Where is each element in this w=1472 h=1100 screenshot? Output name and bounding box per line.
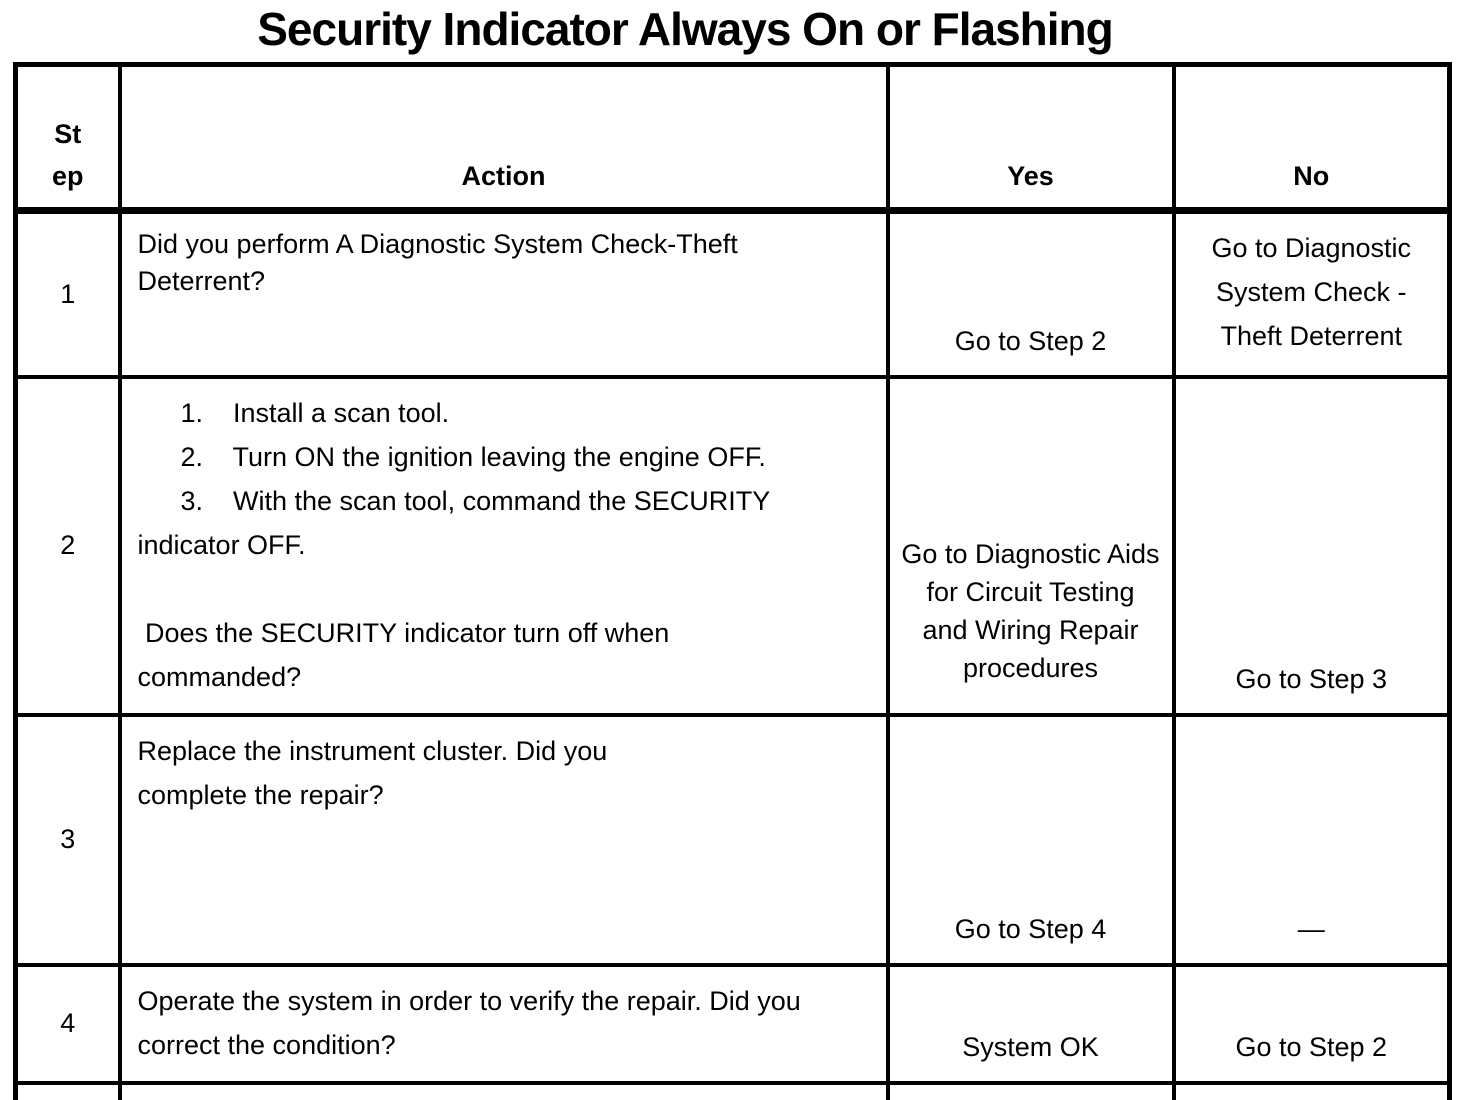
action-cell: Replace the instrument cluster. Did you … [117, 712, 890, 967]
action-cell: Operate the system in order to verify th… [117, 962, 890, 1085]
list-item-line: 2. Turn ON the ignition leaving the engi… [180, 441, 766, 472]
no-cell: Go to Step 2 [1171, 962, 1452, 1085]
text-line: Operate the system in order to verify th… [137, 985, 801, 1016]
header-cell-no: No [1171, 62, 1452, 214]
yes-cell: Go to Step 2 [885, 208, 1176, 379]
partial-row [13, 1080, 1452, 1100]
table-row-step-2: 2 1. Install a scan tool. 2. Turn ON the… [13, 374, 1452, 717]
text-line: Go to Step 3 [1235, 663, 1388, 694]
action-cell: Did you perform A Diagnostic System Chec… [117, 208, 890, 379]
text-line: Go to Diagnostic Aids [901, 538, 1160, 569]
yes-cell: System OK [885, 962, 1176, 1085]
table-row-step-1: 1 Did you perform A Diagnostic System Ch… [13, 208, 1452, 379]
text-line: Go to Diagnostic [1211, 233, 1412, 263]
text-line: Go to Step 2 [954, 325, 1107, 356]
text-line: and Wiring Repair [922, 614, 1139, 645]
text-line: correct the condition? [137, 1029, 396, 1060]
text-line: Did you perform A Diagnostic System Chec… [137, 229, 738, 259]
action-cell: 1. Install a scan tool. 2. Turn ON the i… [117, 374, 890, 717]
blank-line [138, 567, 872, 611]
header-row: St ep Action Yes No [13, 62, 1452, 214]
step-cell: 1 [13, 208, 122, 379]
text-line: Theft Deterrent [1220, 321, 1403, 351]
diagnostic-table: St ep Action Yes No 1 Did you perform A … [13, 62, 1452, 1100]
text-line: for Circuit Testing [926, 576, 1135, 607]
page-title: Security Indicator Always On or Flashing [257, 3, 1114, 55]
yes-cell: Go to Diagnostic Aids for Circuit Testin… [885, 374, 1176, 717]
text-line: Does the SECURITY indicator turn off whe… [137, 617, 670, 648]
yes-cell [885, 1080, 1176, 1100]
text-line: commanded? [137, 661, 302, 692]
text-line: indicator OFF. [137, 529, 306, 560]
step-cell: 2 [13, 374, 122, 717]
text-line: procedures [962, 652, 1099, 683]
text-line: Go to Step 2 [1235, 1031, 1388, 1062]
list-item-line: 3. With the scan tool, command the SECUR… [180, 485, 771, 516]
step-cell: 4 [13, 962, 122, 1085]
no-cell: Go to Step 3 [1171, 374, 1452, 717]
table-row-step-3: 3 Replace the instrument cluster. Did yo… [13, 712, 1452, 967]
no-cell [1171, 1080, 1452, 1100]
action-cell [117, 1080, 890, 1100]
header-cell-action: Action [117, 62, 890, 214]
table-row-step-4: 4 Operate the system in order to verify … [13, 962, 1452, 1085]
em-dash: — [1297, 913, 1325, 944]
text-line: Replace the instrument cluster. Did you [137, 735, 608, 766]
text-line: System OK [962, 1031, 1099, 1062]
header-cell-step: St ep [13, 62, 122, 214]
step-cell [13, 1080, 122, 1100]
yes-cell: Go to Step 4 [885, 712, 1176, 967]
text-line: Go to Step 4 [954, 913, 1107, 944]
no-cell: Go to Diagnostic System Check - Theft De… [1171, 208, 1452, 379]
header-cell-yes: Yes [885, 62, 1176, 214]
no-cell: — [1171, 712, 1452, 967]
text-line: System Check - [1215, 277, 1407, 307]
text-line: Deterrent? [137, 266, 266, 296]
text-line: complete the repair? [137, 779, 384, 810]
step-cell: 3 [13, 712, 122, 967]
list-item-line: 1. Install a scan tool. [180, 397, 450, 428]
